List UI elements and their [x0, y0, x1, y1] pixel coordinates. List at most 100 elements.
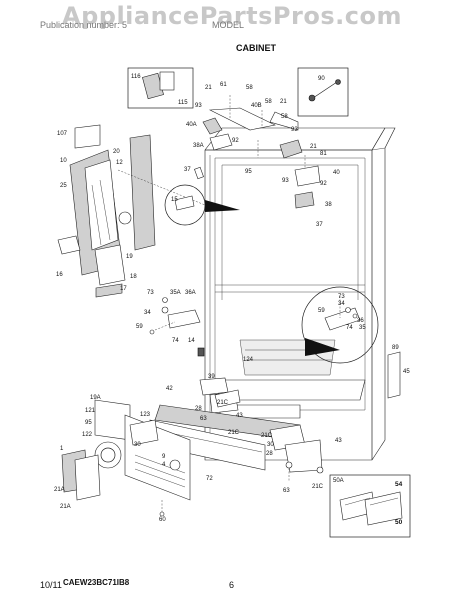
callout-21c-c: 21C [261, 433, 273, 439]
callout-115: 115 [178, 100, 188, 106]
model-code: CAEW23BC71IB8 [63, 578, 130, 587]
callout-10: 10 [60, 158, 67, 164]
callout-92-a: 92 [232, 138, 239, 144]
callout-43-a: 43 [236, 413, 243, 419]
footer-date: 10/11 [40, 580, 62, 590]
callout-61: 61 [220, 82, 227, 88]
callout-16: 16 [56, 272, 63, 278]
callout-39: 39 [208, 374, 215, 380]
callout-43-b: 43 [335, 438, 342, 444]
callout-21c-b: 21C [228, 430, 240, 436]
callout-40a: 40A [186, 122, 197, 128]
callout-123: 123 [140, 412, 151, 418]
callout-21-a: 21 [205, 85, 212, 91]
callout-124: 124 [243, 357, 254, 363]
callout-21-c: 21 [310, 144, 317, 150]
callout-36-b: 36 [357, 318, 364, 324]
section-title: CABINET [236, 43, 276, 53]
mid-hinge-parts [149, 297, 205, 357]
callout-36a: 36A [185, 290, 196, 296]
callout-12: 12 [116, 160, 123, 166]
callout-73-a: 73 [147, 290, 154, 296]
filter-housing-assembly [57, 124, 206, 298]
callout-58-a: 58 [246, 85, 253, 91]
callout-90: 90 [318, 76, 325, 82]
lower-front-parts [149, 377, 324, 482]
callout-121: 121 [85, 408, 96, 414]
detail-circle-15 [164, 184, 240, 226]
callout-21c-a: 21C [217, 400, 229, 406]
side-panel-89 [387, 351, 401, 399]
callout-95-b: 95 [85, 420, 92, 426]
callout-labels: 116 115 90 21 61 58 93 40B 58 21 40A 58 … [54, 74, 410, 526]
callout-28: 28 [195, 406, 202, 412]
callout-21-b: 21 [280, 99, 287, 105]
callout-15: 15 [171, 197, 178, 203]
callout-28-b: 28 [266, 451, 273, 457]
callout-122: 122 [82, 432, 93, 438]
callout-40: 40 [333, 170, 340, 176]
callout-50a: 50A [333, 478, 344, 484]
callout-58-b: 58 [265, 99, 272, 105]
callout-60: 60 [159, 517, 166, 523]
callout-19: 19 [126, 254, 133, 260]
callout-34-a: 34 [144, 310, 151, 316]
callout-50: 50 [395, 519, 403, 526]
model-label: MODEL [212, 20, 245, 30]
callout-54: 54 [395, 481, 403, 488]
callout-19a: 19A [90, 395, 101, 401]
callout-58-c: 58 [281, 114, 288, 120]
callout-95: 95 [245, 169, 252, 175]
callout-1: 1 [60, 446, 64, 452]
callout-4: 4 [162, 462, 166, 468]
callout-63-a: 63 [200, 416, 207, 422]
callout-63-b: 63 [283, 488, 290, 494]
callout-73-b: 73 [338, 294, 345, 300]
footer-page-number: 6 [229, 580, 235, 590]
callout-45: 45 [403, 369, 410, 375]
callout-74-a: 74 [172, 338, 179, 344]
callout-40b: 40B [251, 103, 262, 109]
callout-38a: 38A [193, 143, 204, 149]
callout-93-c: 93 [282, 178, 289, 184]
callout-18: 18 [130, 274, 137, 280]
callout-59-a: 59 [136, 324, 143, 330]
callout-20: 20 [113, 149, 120, 155]
callout-74-b: 74 [346, 325, 353, 331]
tilted-small-part [194, 166, 204, 180]
callout-93-a: 93 [195, 103, 202, 109]
dispenser-bezel-assembly [61, 399, 191, 517]
callout-59-b: 59 [318, 308, 325, 314]
callout-9: 9 [162, 454, 166, 460]
callout-35-b: 35 [359, 325, 366, 331]
detail-circle-hinge [301, 286, 379, 364]
top-callout-box [127, 67, 194, 109]
callout-14: 14 [188, 338, 195, 344]
callout-21c-d: 21C [312, 484, 324, 490]
callout-35a: 35A [170, 290, 181, 296]
callout-34-b: 34 [338, 301, 345, 307]
callout-37-a: 37 [184, 167, 191, 173]
callout-89: 89 [392, 345, 399, 351]
callout-42: 42 [166, 386, 173, 392]
callout-30-b: 30 [267, 442, 274, 448]
publication-label: Publication number: 5 [40, 20, 128, 30]
top-hinge-parts [202, 95, 321, 209]
callout-92-b: 92 [320, 181, 327, 187]
wire-harness-callout [297, 67, 349, 117]
callout-21a-b: 21A [60, 504, 71, 510]
callout-116: 116 [131, 74, 141, 80]
callout-21a-a: 21A [54, 487, 65, 493]
callout-30-a: 30 [134, 442, 141, 448]
drawer-callout-box [329, 474, 411, 538]
callout-38-b: 38 [325, 202, 332, 208]
callout-93-b: 93 [291, 127, 298, 133]
callout-25: 25 [60, 183, 67, 189]
callout-81: 81 [320, 151, 327, 157]
callout-72: 72 [206, 476, 213, 482]
callout-17: 17 [120, 286, 127, 292]
watermark-banner: AppliancePartsPros.com [62, 2, 402, 30]
callout-37-b: 37 [316, 222, 323, 228]
callout-107: 107 [57, 131, 68, 137]
